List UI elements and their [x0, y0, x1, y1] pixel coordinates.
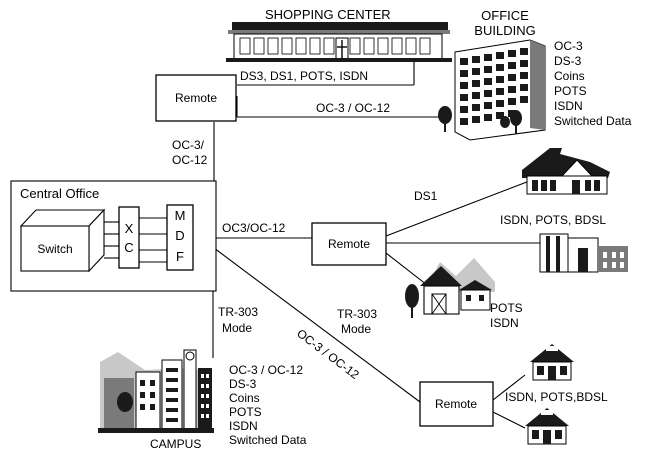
link-co-remote-top-label-line2: OC-12 [172, 153, 208, 167]
link-co-campus-mode-line2: Mode [222, 321, 252, 335]
campus-label: CAMPUS [150, 437, 201, 451]
small-building-icon [539, 233, 628, 273]
office-building-label-line2: BUILDING [474, 23, 535, 38]
office-services-list: OC-3 DS-3 Coins POTS ISDN Switched Data [554, 39, 632, 128]
remote-middle-label: Remote [328, 237, 370, 251]
shopping-center-icon [226, 22, 452, 62]
campus-service-isdn: ISDN [229, 419, 258, 433]
link-co-remote-top-label-line1: OC-3/ [172, 138, 205, 152]
campus-icon [98, 349, 214, 433]
mdf-box: M D F [166, 204, 194, 271]
mdf-label-f: F [176, 249, 184, 264]
house-icon-upper [530, 344, 574, 381]
campus-service-switched-data: Switched Data [229, 433, 307, 447]
office-service-ds3: DS-3 [554, 54, 582, 68]
shopping-center-label: SHOPPING CENTER [265, 7, 391, 22]
office-building-icon [438, 39, 546, 141]
campus-service-pots: POTS [229, 405, 262, 419]
farm-icon [405, 258, 495, 318]
link-remote-shopping-label: DS3, DS1, POTS, ISDN [240, 69, 368, 83]
central-office-label: Central Office [20, 186, 99, 201]
office-service-pots: POTS [554, 84, 587, 98]
mdf-label-d: D [175, 228, 184, 243]
link-co-remote-bottom-mode-line1: TR-303 [337, 307, 377, 321]
central-office: Central Office Switch X C M D F [10, 180, 217, 292]
remote-top-label: Remote [175, 91, 217, 105]
switch-box: Switch [19, 208, 106, 273]
campus-services-list: OC-3 / OC-12 DS-3 Coins POTS ISDN Switch… [229, 363, 307, 447]
remote-bottom-label: Remote [435, 397, 477, 411]
link-remote-houses-label: ISDN, POTS,BDSL [505, 390, 608, 404]
link-remote-house-ds1-label: DS1 [414, 189, 438, 203]
remote-bottom: Remote [419, 381, 494, 427]
campus-service-coins: Coins [229, 391, 260, 405]
remote-middle: Remote [311, 222, 387, 266]
house-icon [522, 148, 610, 195]
campus-service-oc3-oc12: OC-3 / OC-12 [229, 363, 303, 377]
link-remote-office-label: OC-3 / OC-12 [316, 101, 390, 115]
link-remote-farm-label-line1: POTS [490, 301, 523, 315]
office-service-isdn: ISDN [554, 99, 583, 113]
link-co-remote-mid-label: OC3/OC-12 [222, 221, 286, 235]
xc-label-x: X [125, 221, 134, 236]
house-icon-lower [525, 408, 569, 445]
office-service-coins: Coins [554, 69, 585, 83]
campus-service-ds3: DS-3 [229, 377, 257, 391]
switch-label: Switch [37, 242, 72, 256]
office-service-oc3: OC-3 [554, 39, 583, 53]
xc-label-c: C [124, 240, 133, 255]
office-service-switched-data: Switched Data [554, 114, 632, 128]
mdf-label-m: M [175, 208, 186, 223]
remote-top: Remote [155, 74, 237, 122]
link-co-remote-bottom-mode-line2: Mode [341, 322, 371, 336]
link-co-campus-mode-line1: TR-303 [218, 305, 258, 319]
link-remote-building-label: ISDN, POTS, BDSL [500, 213, 606, 227]
link-remote-farm-label-line2: ISDN [490, 316, 519, 330]
office-building-label-line1: OFFICE [481, 8, 529, 23]
cross-connect-box: X C [118, 206, 140, 269]
